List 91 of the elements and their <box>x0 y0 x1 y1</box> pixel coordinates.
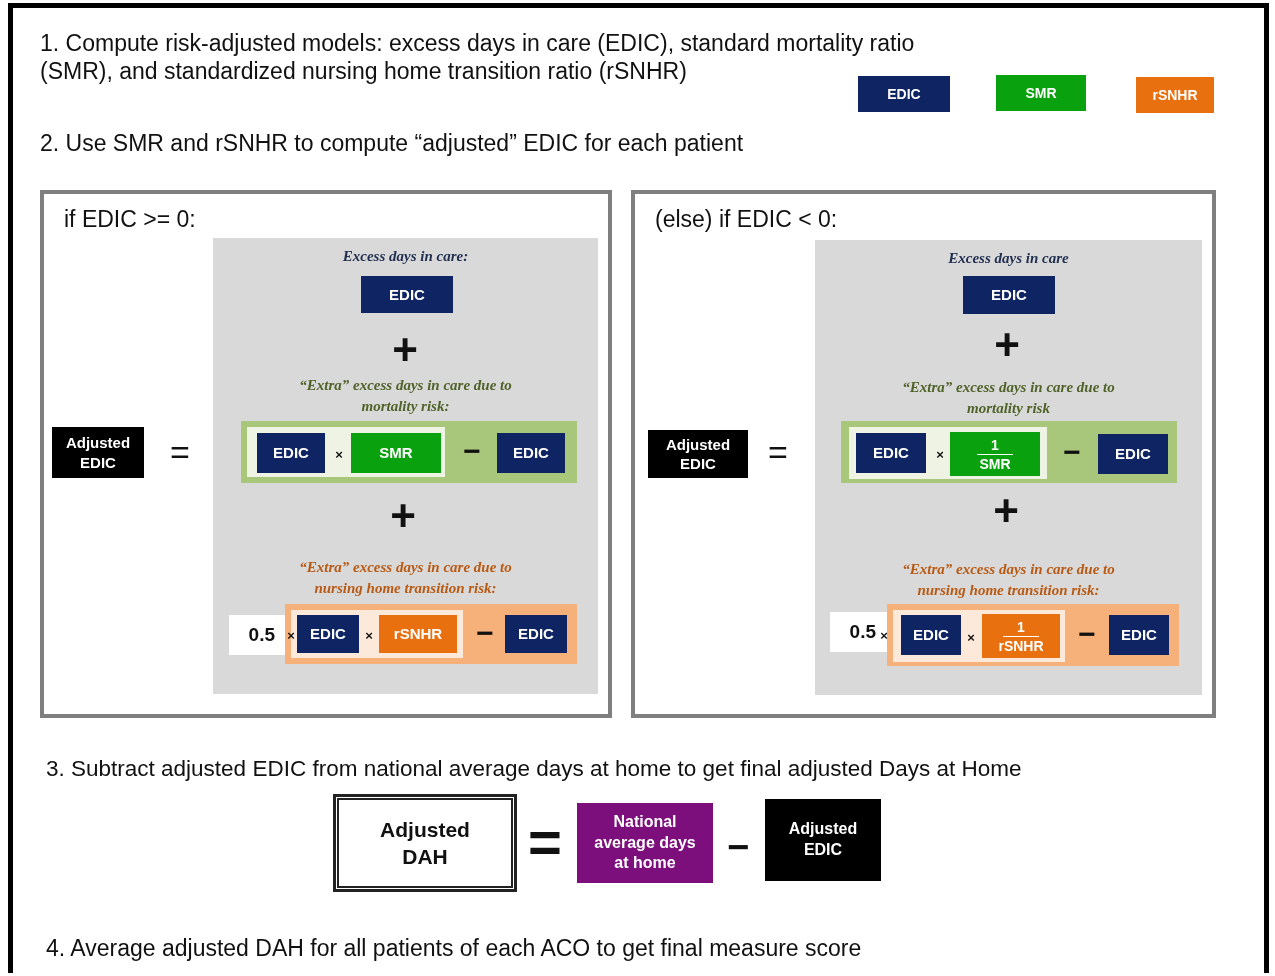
variable-box <box>648 430 748 478</box>
variable-label: EDIC <box>1120 625 1158 645</box>
variable-box <box>379 615 457 653</box>
term-caption: “Extra” excess days in care due to mortality risk: <box>298 376 513 416</box>
formula-band <box>849 427 1047 479</box>
variable-box <box>297 615 359 653</box>
term-caption: “Extra” excess days in care due to nursing home transition risk: <box>298 558 513 598</box>
variable-box <box>963 276 1055 314</box>
operator-sign: = <box>768 435 788 469</box>
formula-panel <box>213 238 598 694</box>
variable-box <box>257 433 325 473</box>
formula-band <box>841 421 1177 483</box>
variable-label: Adjusted EDIC <box>664 434 732 474</box>
variable-box <box>1136 77 1214 113</box>
operator-sign: = <box>170 435 190 469</box>
variable-label: Adjusted EDIC <box>787 819 859 860</box>
condition-heading: (else) if EDIC < 0: <box>655 206 838 233</box>
operator-sign: × <box>936 447 944 461</box>
variable-label: SMR <box>378 443 414 463</box>
term-caption: “Extra” excess days in care due to nursing home transition risk: <box>901 560 1116 600</box>
variable-box <box>901 615 961 655</box>
variable-label: EDIC <box>886 84 922 104</box>
variable-label: EDIC <box>309 624 347 644</box>
variable-box <box>351 433 441 473</box>
condition-heading: if EDIC >= 0: <box>64 206 196 233</box>
operator-sign: − <box>463 436 481 466</box>
variable-label: EDIC <box>1114 444 1152 464</box>
variable-box <box>577 803 713 883</box>
step-text: 1. Compute risk-adjusted models: excess days in care (EDIC), standard mortality ratio (SMR), and standardized nursing home transition ratio (rSNHR) <box>40 30 916 86</box>
denominator: SMR <box>979 454 1011 473</box>
operator-sign: = <box>528 813 562 871</box>
variable-label: SMR <box>1024 83 1058 103</box>
variable-label: EDIC <box>388 284 426 305</box>
formula-band <box>285 604 577 664</box>
term-caption: Excess days in care: <box>341 247 470 266</box>
variable-label: EDIC <box>990 285 1028 305</box>
formula-band <box>887 604 1179 666</box>
variable-label: Adjusted EDIC <box>64 433 132 472</box>
formula-band <box>893 610 1065 662</box>
step-text: 4. Average adjusted DAH for all patients of each ACO to get final measure score <box>46 935 862 963</box>
variable-box <box>996 75 1086 111</box>
operator-sign: + <box>994 323 1020 367</box>
variable-box <box>497 433 565 473</box>
fraction-box <box>982 614 1060 658</box>
condition-panel <box>40 190 612 718</box>
variable-box <box>765 799 881 881</box>
variable-label: rSNHR <box>392 624 444 644</box>
term-caption: Excess days in care <box>947 249 1070 268</box>
coefficient-label: 0.5 <box>247 622 276 647</box>
variable-box <box>505 615 567 653</box>
variable-label: Adjusted DAH <box>379 816 471 870</box>
variable-label: EDIC <box>517 624 555 644</box>
variable-label: rSNHR <box>1151 85 1199 105</box>
operator-sign: + <box>392 328 418 372</box>
variable-label: EDIC <box>512 443 550 463</box>
operator-sign: − <box>1078 619 1096 649</box>
step-text: 2. Use SMR and rSNHR to compute “adjusted” EDIC for each patient <box>40 130 744 158</box>
numerator: 1 <box>977 435 1013 455</box>
operator-sign: × <box>967 630 975 644</box>
operator-sign: × <box>880 628 888 642</box>
formula-band <box>241 421 577 483</box>
variable-label: National average days at home <box>593 811 697 874</box>
operator-sign: − <box>1063 437 1081 467</box>
coefficient-box <box>830 612 888 652</box>
formula-band <box>247 427 445 477</box>
step-text: 3. Subtract adjusted EDIC from national average days at home to get final adjusted Days at Home <box>46 755 1022 782</box>
term-caption: “Extra” excess days in care due to mortality risk <box>901 378 1116 418</box>
variable-box <box>1109 615 1169 655</box>
formula-panel <box>815 240 1202 695</box>
variable-box <box>361 276 453 313</box>
operator-sign: + <box>993 489 1019 533</box>
condition-panel <box>631 190 1216 718</box>
operator-sign: − <box>726 828 750 866</box>
variable-label: EDIC <box>272 443 310 463</box>
operator-sign: × <box>365 628 373 642</box>
operator-sign: − <box>476 618 494 648</box>
operator-sign: × <box>287 628 295 642</box>
variable-box <box>52 427 144 478</box>
fraction-box <box>950 432 1040 476</box>
coefficient-box <box>229 615 287 655</box>
result-box <box>334 795 516 891</box>
denominator: rSNHR <box>998 636 1044 655</box>
variable-label: EDIC <box>912 625 950 645</box>
coefficient-label: 0.5 <box>848 619 877 644</box>
numerator: 1 <box>1003 617 1039 637</box>
variable-box <box>858 76 950 112</box>
variable-label: EDIC <box>872 443 910 463</box>
variable-box <box>856 433 926 473</box>
variable-box <box>1098 434 1168 474</box>
operator-sign: + <box>390 494 416 538</box>
operator-sign: × <box>335 447 343 461</box>
